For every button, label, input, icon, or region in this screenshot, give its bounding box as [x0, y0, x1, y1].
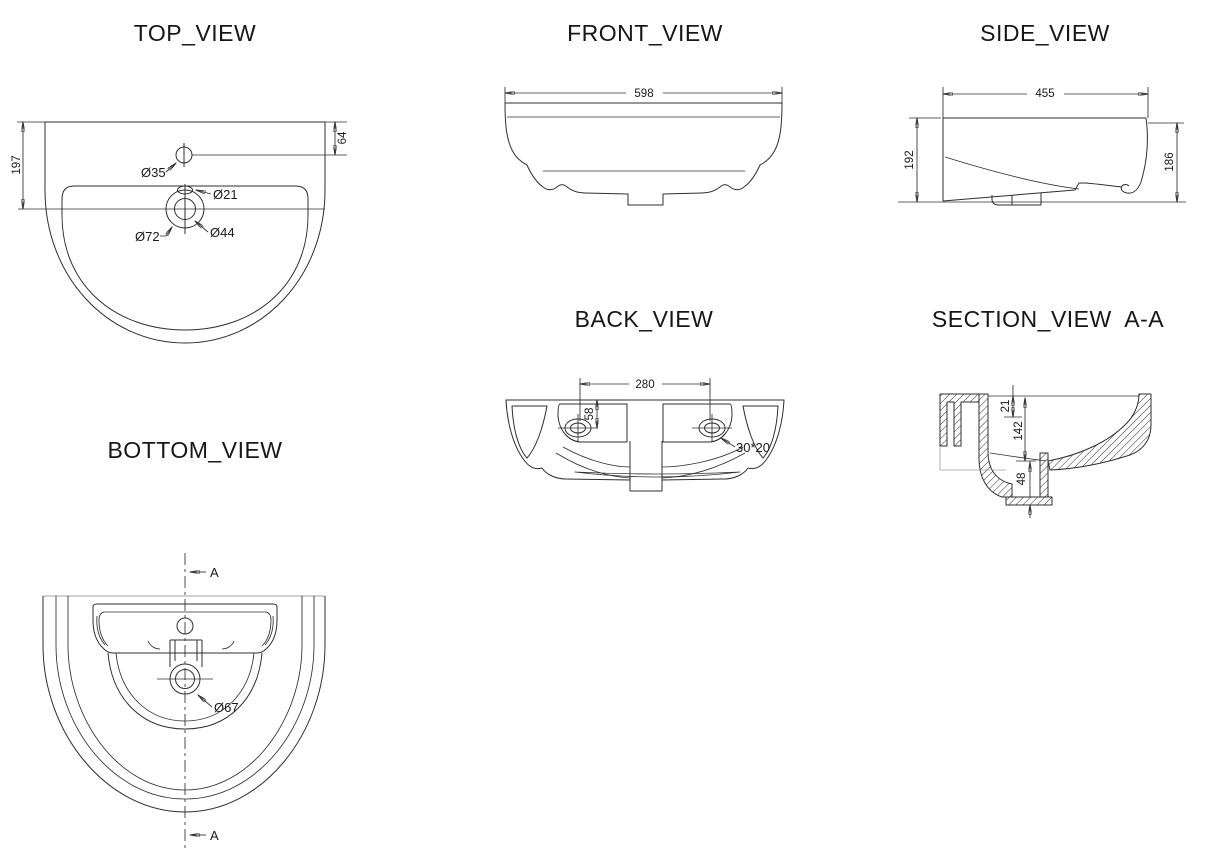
label-drain-outer: Ø72 — [135, 229, 160, 244]
leader-drain-boss — [198, 695, 213, 708]
trap-bottom — [1005, 496, 1053, 506]
back-view-dimensions: 280 58 30*20 — [580, 377, 770, 455]
side-view-drawing: 455 192 186 — [898, 86, 1186, 206]
dim-455-bg — [1027, 86, 1064, 100]
side-view-outline — [898, 117, 1186, 206]
dim-280: 280 — [635, 379, 654, 391]
pocket-corner-left — [511, 405, 548, 459]
dim-598: 598 — [634, 88, 653, 100]
back-view-title: BACK_VIEW — [574, 306, 714, 332]
mount-tab — [991, 193, 1042, 206]
dim-142: 142 — [1013, 421, 1025, 440]
outline-bottom — [942, 182, 1123, 202]
outline-outer — [44, 121, 326, 344]
label-drain-boss: Ø67 — [214, 700, 239, 715]
drain-boss-tab — [169, 639, 203, 667]
pocket-corner-right — [742, 405, 779, 459]
dim-48: 48 — [1016, 473, 1028, 486]
section-marker-bottom: A — [210, 828, 219, 843]
leader-tap — [165, 163, 176, 173]
ext-lines — [504, 87, 783, 103]
front-view-drawing: 598 — [504, 85, 783, 206]
back-wall — [978, 393, 1013, 498]
bowl-curve — [944, 156, 1080, 190]
top-view-drawing: 197 64 Ø35 Ø21 Ø72 Ø44 — [11, 121, 349, 344]
side-view-dimensions: 455 192 186 — [904, 86, 1184, 202]
bottom-view-outline — [42, 595, 326, 813]
leader-slot — [721, 438, 736, 448]
dim-64: 64 — [337, 131, 349, 144]
dim-58: 58 — [584, 408, 596, 421]
section-view-drawing: 21 142 48 — [939, 385, 1152, 518]
trap-right-wall — [1039, 452, 1049, 498]
ledge-outer — [92, 603, 278, 654]
slot-left-crosshair — [558, 414, 598, 442]
outline-body — [504, 102, 783, 206]
drain-tab — [629, 441, 663, 480]
pocket-left — [557, 403, 628, 443]
pocket-right — [662, 403, 733, 443]
outline-outer — [42, 596, 326, 813]
dim-280-bg — [629, 377, 662, 390]
dim-598-bg — [626, 85, 663, 99]
label-tap-hole: Ø35 — [141, 165, 166, 180]
section-marker-top: A — [210, 565, 219, 580]
label-slot-size: 30*20 — [736, 440, 770, 455]
front-view-outline — [504, 102, 783, 206]
bottom-view-annotations: A A Ø67 — [184, 553, 239, 851]
dim-455: 455 — [1035, 88, 1054, 100]
back-view-outline — [505, 399, 785, 492]
section-cut-walls — [939, 393, 1152, 506]
side-view-title: SIDE_VIEW — [980, 20, 1110, 46]
bowl-floor-line — [989, 452, 1047, 462]
slot-right-crosshair — [692, 414, 732, 442]
leader-overflow — [196, 190, 212, 195]
dim-197: 197 — [11, 155, 23, 174]
front-view-dimensions: 598 — [504, 85, 783, 103]
ext-lines — [909, 87, 1184, 124]
dim-21: 21 — [1000, 400, 1012, 413]
top-view-title: TOP_VIEW — [133, 20, 257, 46]
dim-186: 186 — [1164, 152, 1176, 171]
hammock-lower — [555, 452, 746, 479]
dim-192: 192 — [904, 150, 916, 169]
hammock-upper — [562, 446, 744, 468]
bowl-wall — [1047, 393, 1152, 471]
ext-lines — [17, 121, 347, 210]
label-drain-inner: Ø44 — [210, 225, 235, 240]
leader-drain-inner — [195, 221, 209, 233]
ledge-inner — [98, 611, 272, 647]
outline-outer — [505, 399, 785, 492]
outline-inner-basin — [61, 185, 309, 331]
leader-drain-outer — [160, 227, 172, 237]
pocket-slivers — [96, 615, 274, 646]
bowl-underside-outer — [107, 652, 263, 730]
bottom-lens — [574, 471, 741, 478]
back-channel — [939, 393, 985, 447]
back-view-drawing: 280 58 30*20 — [505, 377, 785, 492]
section-view-dimensions: 21 142 48 — [1000, 385, 1036, 518]
bottom-view-drawing: A A Ø67 — [42, 553, 326, 851]
slot-hooks — [147, 640, 235, 650]
top-view-dimensions: 197 64 Ø35 Ø21 Ø72 Ø44 — [11, 121, 349, 244]
outline-right — [1120, 117, 1148, 194]
section-view-title: SECTION_VIEW A-A — [931, 306, 1165, 332]
label-overflow-hole: Ø21 — [213, 187, 238, 202]
bottom-view-title: BOTTOM_VIEW — [107, 437, 283, 463]
front-view-title: FRONT_VIEW — [567, 20, 723, 46]
mount-face-lines — [939, 446, 1006, 471]
